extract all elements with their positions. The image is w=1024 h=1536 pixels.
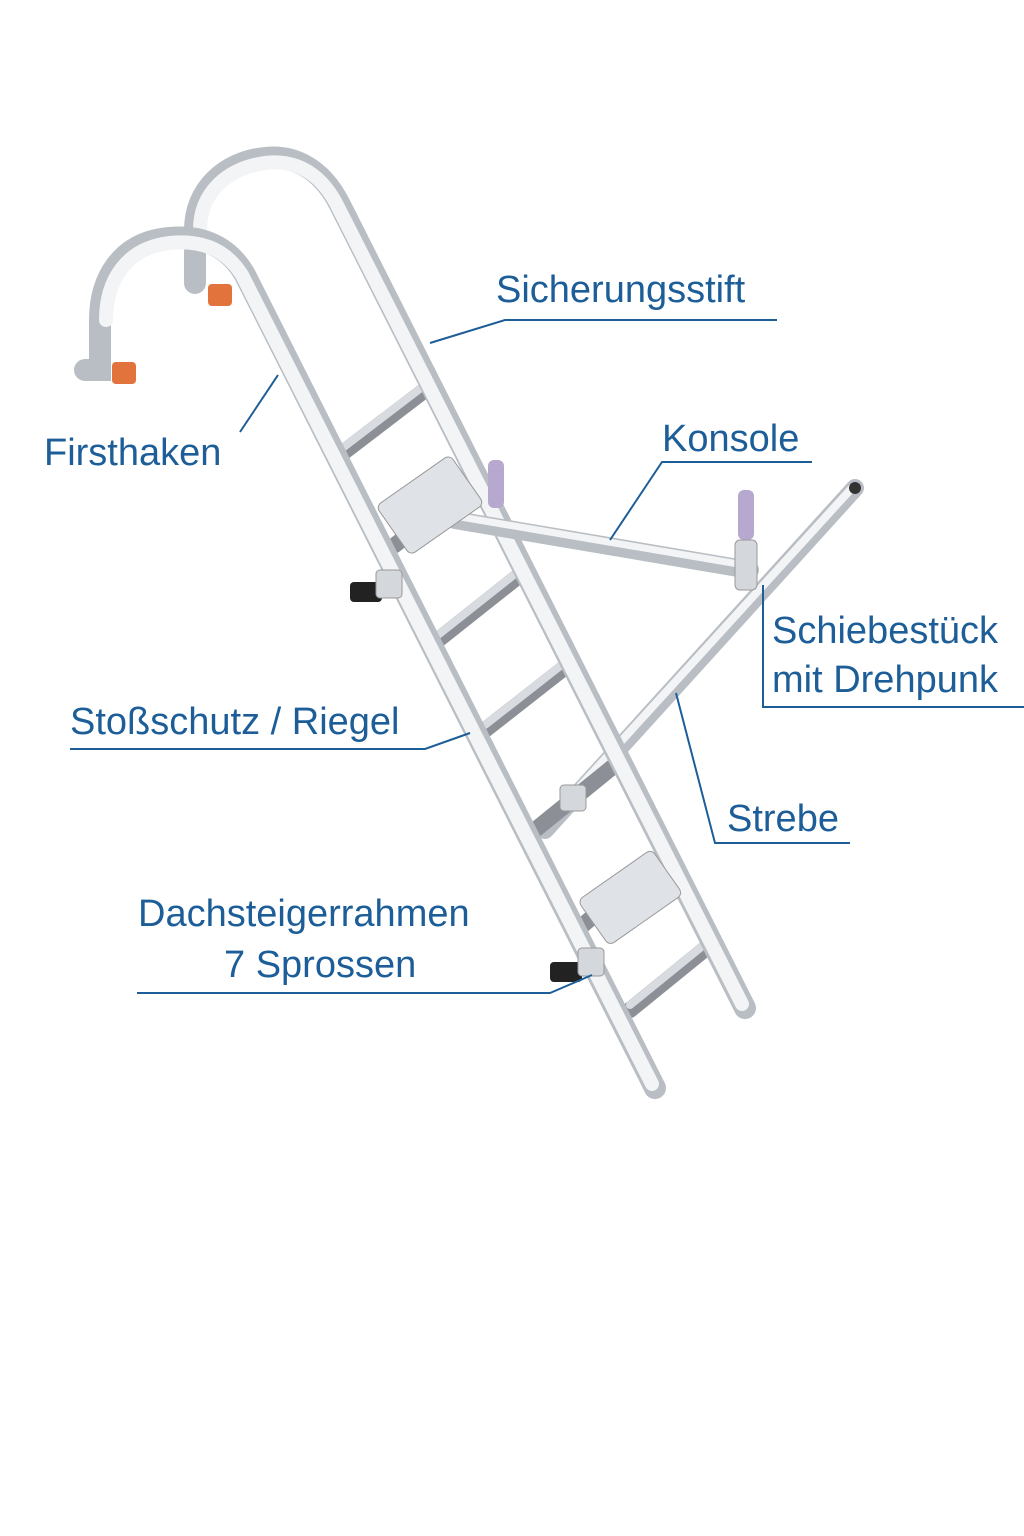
label-dachsteiger-1: Dachsteigerrahmen	[138, 893, 470, 935]
label-firsthaken: Firsthaken	[44, 432, 221, 474]
foot-lower	[550, 962, 582, 982]
label-dachsteiger-2: 7 Sprossen	[224, 944, 416, 986]
label-schiebestueck-2: mit Drehpunk	[772, 659, 999, 701]
konsole-post-right	[738, 490, 754, 540]
label-schiebestueck-1: Schiebestück	[772, 610, 999, 652]
leader-dachsteiger	[137, 974, 593, 994]
hook-cap-right	[208, 284, 232, 306]
leader-sicherungsstift	[429, 319, 777, 344]
konsole-tube	[446, 511, 759, 579]
label-konsole: Konsole	[662, 418, 799, 460]
konsole-post-left	[488, 460, 504, 508]
label-sicherungsstift: Sicherungsstift	[496, 269, 746, 311]
label-strebe: Strebe	[727, 798, 839, 840]
foot-upper	[350, 582, 382, 602]
leader-firsthaken	[239, 374, 279, 433]
hook-cap-left	[112, 362, 136, 384]
strebe-end	[849, 482, 861, 494]
leader-stossschutz	[70, 732, 471, 750]
leader-strebe	[675, 692, 850, 844]
leader-schiebestueck	[762, 585, 1024, 708]
ladder-illustration	[74, 146, 864, 1099]
label-stossschutz: Stoßschutz / Riegel	[70, 701, 399, 743]
leader-konsole	[609, 461, 812, 541]
